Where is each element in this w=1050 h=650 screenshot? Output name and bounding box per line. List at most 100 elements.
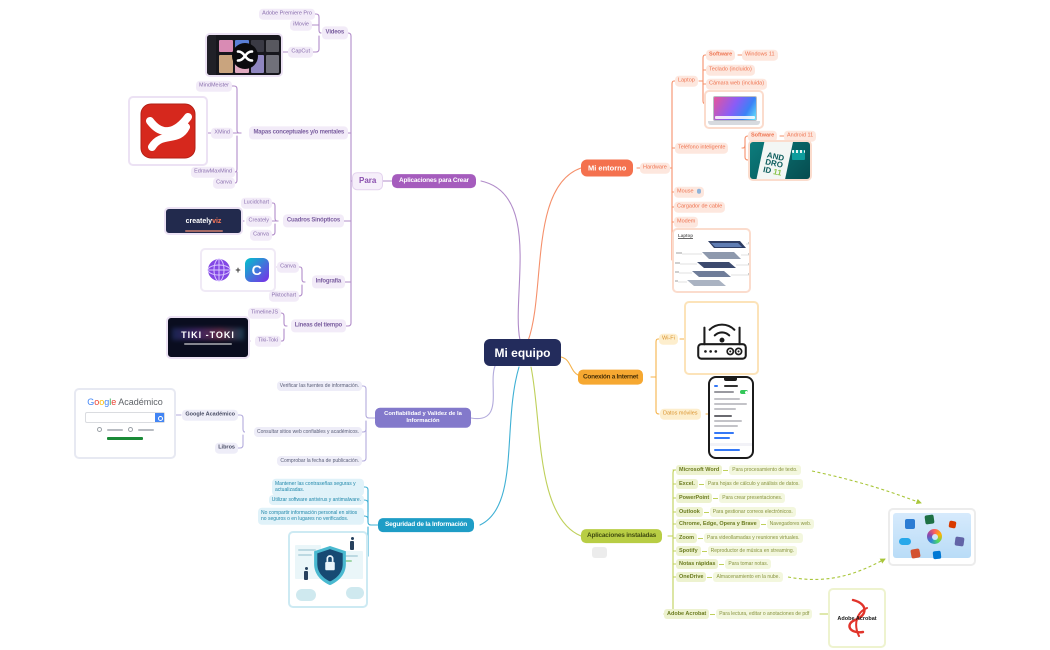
node-seguridad-hub[interactable]: Seguridad de la Información: [378, 518, 475, 532]
app-desc[interactable]: Para videollamadas y reuniones virtuales…: [703, 533, 803, 543]
infografia-image[interactable]: + C: [200, 248, 276, 292]
tikitoki-image[interactable]: TIKI -TOKI: [166, 316, 250, 359]
node-comprobar-fecha[interactable]: Comprobar la fecha de publicación.: [277, 456, 362, 466]
node-lineas-del-tiempo[interactable]: Líneas del tiempo: [290, 319, 346, 333]
app-desc[interactable]: Para lectura, editar o anotaciones de pd…: [716, 609, 813, 619]
ms365-image[interactable]: [888, 508, 976, 566]
node-infografia[interactable]: Infografía: [311, 275, 345, 289]
node-tiki-toki[interactable]: Tiki-Toki: [255, 335, 281, 347]
node-canva-mapas[interactable]: Canva: [213, 177, 235, 189]
node-apps-hub[interactable]: Aplicaciones instaladas: [581, 529, 663, 543]
central-topic[interactable]: Mi equipo: [484, 339, 561, 366]
dash: [707, 576, 713, 578]
node-conexion-hub[interactable]: Conexión a Internet: [578, 369, 643, 385]
node-imovie[interactable]: iMovie: [290, 19, 312, 31]
app-name[interactable]: Zoom: [676, 533, 697, 543]
ms-icon: [932, 550, 942, 560]
app-desc[interactable]: Navegadores web.: [766, 519, 815, 529]
node-laptop-software[interactable]: Software: [706, 49, 736, 61]
app-desc[interactable]: Para crear presentaciones.: [719, 493, 786, 503]
app-desc[interactable]: Para gestionar correos electrónicos.: [709, 507, 796, 517]
app-name[interactable]: OneDrive: [676, 572, 707, 582]
node-lucidchart[interactable]: Lucidchart: [240, 197, 272, 209]
node-mindmeister[interactable]: MindMeister: [196, 80, 232, 92]
app-name[interactable]: Spotify: [676, 546, 701, 556]
node-para[interactable]: Para: [352, 172, 384, 190]
app-desc[interactable]: Almacenamiento en la nube.: [713, 572, 783, 582]
dash: [760, 523, 766, 525]
app-name[interactable]: Chrome, Edge, Opera y Brave: [676, 519, 760, 529]
node-hardware[interactable]: Hardware: [640, 162, 670, 174]
node-antivirus[interactable]: Utilizar software antivirus y antimalwar…: [268, 495, 364, 505]
dash: [698, 483, 704, 485]
node-creately[interactable]: Creately: [245, 215, 272, 227]
node-no-compartir[interactable]: No compartir información personal en sit…: [258, 507, 364, 525]
seguridad-image[interactable]: [288, 531, 368, 608]
node-capcut[interactable]: CapCut: [288, 46, 313, 58]
node-telefono-software[interactable]: Software: [748, 130, 778, 142]
person: [350, 541, 354, 550]
row-bar: [714, 425, 738, 427]
link-bar: [714, 437, 730, 439]
node-piktochart[interactable]: Piktochart: [268, 290, 299, 302]
person-head: [304, 567, 308, 570]
capcut-image[interactable]: [205, 33, 283, 77]
node-consultar-sitios[interactable]: Consultar sitios web confiables y académ…: [254, 427, 362, 437]
node-adobe-premiere-pro[interactable]: Adobe Premiere Pro: [259, 8, 315, 20]
node-verificar-fuentes[interactable]: Verificar las fuentes de información.: [276, 381, 362, 391]
internals-caption: Laptop: [678, 233, 693, 238]
laptop-image[interactable]: [704, 90, 764, 129]
node-confiabilidad-hub[interactable]: Confiabilidad y Validez de la Informació…: [375, 407, 471, 429]
app-name[interactable]: Excel.: [676, 479, 698, 489]
node-contrasenas[interactable]: Mantener las contraseñas seguras y actua…: [272, 478, 364, 496]
router-image[interactable]: [684, 301, 759, 375]
row-bar: [714, 415, 732, 417]
node-laptop[interactable]: Laptop: [675, 75, 698, 87]
app-name[interactable]: Notas rápidas: [676, 559, 719, 569]
node-edrawmaxmind[interactable]: EdrawMaxMind: [191, 166, 235, 178]
app-row-excel: Excel. Para hojas de cálculo y análisis d…: [676, 479, 803, 489]
app-name[interactable]: Outlook: [676, 507, 703, 517]
node-camara-web[interactable]: Cámara web (incluida): [706, 78, 768, 90]
app-desc[interactable]: Para tomar notas.: [725, 559, 772, 569]
node-xmind[interactable]: XMind: [211, 127, 233, 139]
node-wifi[interactable]: Wi-Fi: [659, 333, 678, 345]
app-name[interactable]: PowerPoint: [676, 493, 713, 503]
node-mi-entorno-hub[interactable]: Mi entorno: [581, 159, 634, 177]
node-cuadros-sinopticos[interactable]: Cuadros Sinópticos: [282, 214, 344, 228]
node-android-11[interactable]: Android 11: [784, 130, 817, 142]
phone-image[interactable]: [708, 376, 754, 459]
dash: [701, 550, 707, 552]
node-cargador[interactable]: Cargador de cable: [674, 201, 726, 213]
node-canva-cuadros[interactable]: Canva: [250, 229, 272, 241]
office-icon: [948, 520, 957, 529]
node-windows-11[interactable]: Windows 11: [742, 49, 778, 61]
creately-image[interactable]: createlyviz: [164, 207, 243, 235]
node-google-academico[interactable]: Google Académico: [182, 409, 238, 421]
xmind-image[interactable]: [128, 96, 208, 166]
node-aplicaciones-para-crear[interactable]: Aplicaciones para Crear: [392, 174, 476, 188]
node-mouse[interactable]: Mouse: [674, 186, 705, 198]
laptop-screen: [713, 96, 757, 121]
app-name[interactable]: Microsoft Word: [676, 465, 723, 475]
app-desc[interactable]: Para hojas de cálculo y análisis de dato…: [704, 479, 803, 489]
node-telefono-inteligente[interactable]: Teléfono inteligente: [675, 142, 729, 154]
node-mapas-conceptuales[interactable]: Mapas conceptuales y/o mentales: [249, 126, 348, 140]
android-image[interactable]: AND DRO ID 11: [748, 140, 812, 181]
adobe-acrobat-image[interactable]: Adobe Acrobat: [828, 588, 886, 648]
google-academico-image[interactable]: Google Académico: [74, 388, 176, 459]
app-desc[interactable]: Reproductor de música en streaming.: [707, 546, 798, 556]
laptop-base: [708, 121, 760, 125]
node-timelinejs[interactable]: TimelineJS: [248, 307, 281, 319]
collapsed-node[interactable]: [592, 547, 607, 558]
node-canva-infografia[interactable]: Canva: [277, 261, 299, 273]
node-libros[interactable]: Libros: [215, 442, 238, 454]
node-teclado[interactable]: Teclado (incluido): [706, 64, 755, 76]
node-videos[interactable]: Vídeos: [321, 26, 348, 40]
node-modem[interactable]: Modem: [674, 216, 699, 228]
node-datos-moviles[interactable]: Datos móviles: [660, 408, 701, 420]
app-desc[interactable]: Para procesamiento de texto.: [729, 465, 801, 475]
app-name[interactable]: Adobe Acrobat: [664, 609, 710, 619]
laptop-internals-image[interactable]: Laptop: [672, 228, 751, 293]
